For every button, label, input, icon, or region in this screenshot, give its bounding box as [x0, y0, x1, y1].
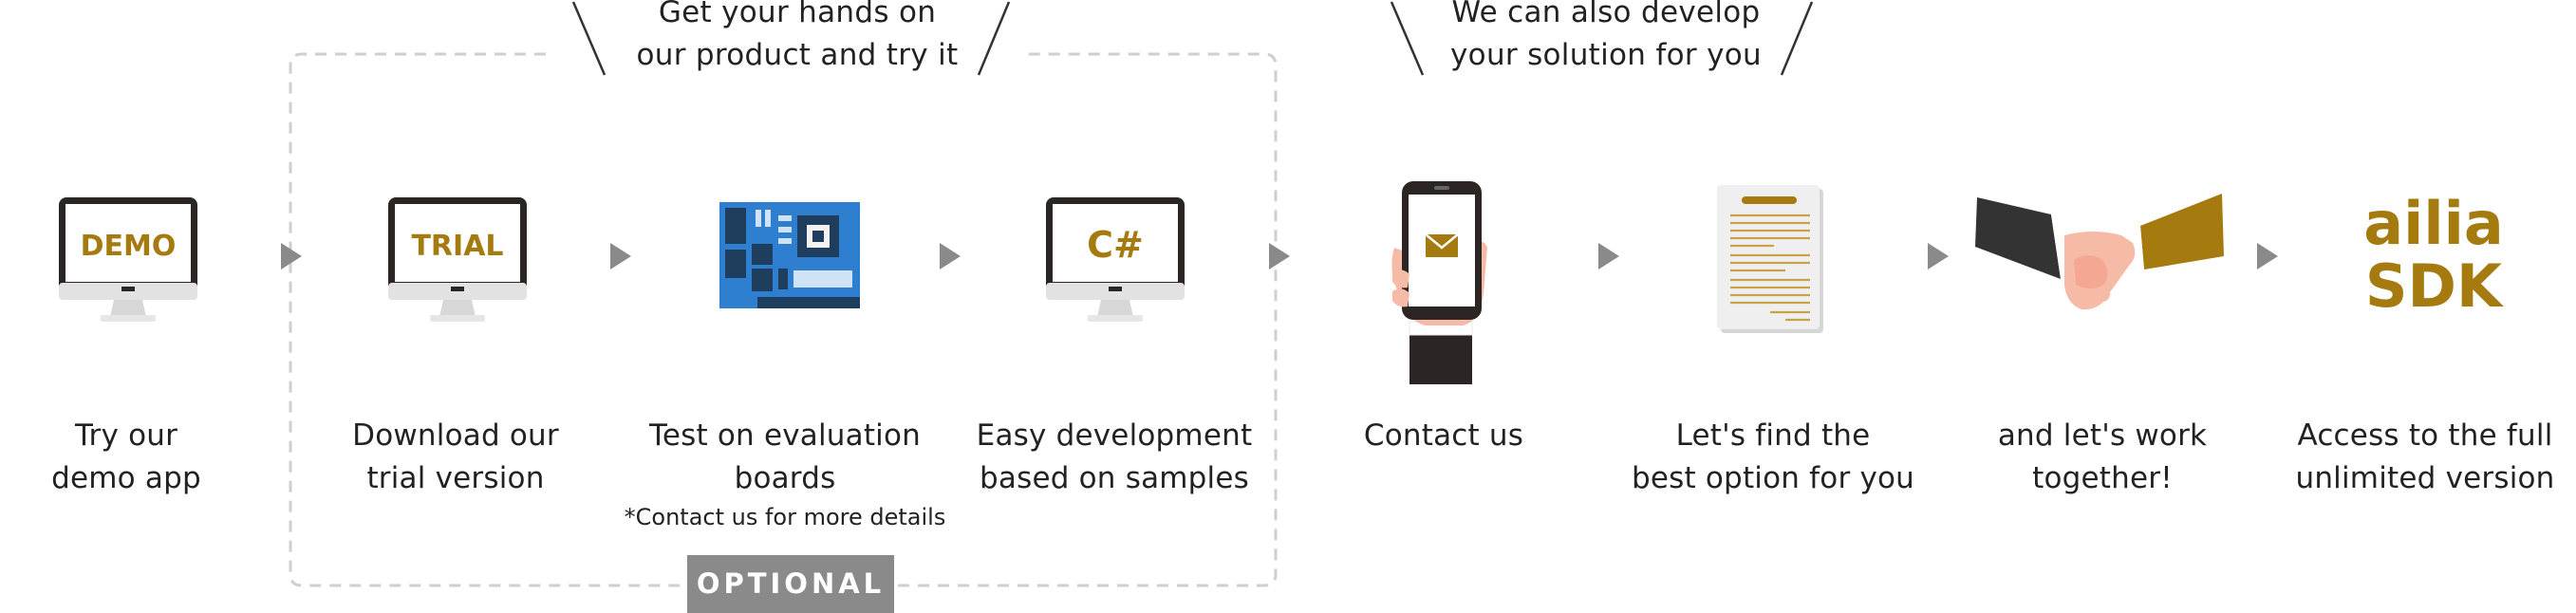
- callout-hands-on: Get your hands on our product and try it: [607, 0, 987, 77]
- sdk-logo-line2: SDK: [2364, 251, 2503, 321]
- step-3-label-line1: Test on evaluation: [648, 418, 922, 453]
- step-6-label: Let's find the best option for you: [1616, 415, 1930, 500]
- step-7-label-line2: together!: [2032, 461, 2173, 495]
- arrow-icon-5: [1598, 243, 1619, 269]
- step-8-label: Access to the full unlimited version: [2268, 415, 2576, 500]
- sdk-logo-line1: ailia: [2363, 189, 2504, 258]
- trial-icon-text: TRIAL: [411, 230, 503, 263]
- step-3-note: *Contact us for more details: [624, 504, 946, 530]
- step-2-label-line2: trial version: [366, 461, 545, 495]
- arrow-icon-4: [1269, 243, 1290, 269]
- callout-develop: We can also develop your solution for yo…: [1416, 0, 1796, 77]
- step-2-label: Download our trial version: [299, 415, 612, 500]
- step-1-label-line2: demo app: [51, 461, 201, 495]
- optional-badge: OPTIONAL: [687, 555, 894, 613]
- step-6-label-line2: best option for you: [1631, 461, 1915, 495]
- step-4-label-line2: based on samples: [980, 461, 1249, 495]
- callout-hands-on-line2: our product and try it: [636, 38, 959, 72]
- step-8-label-line2: unlimited version: [2295, 461, 2555, 495]
- step-8-label-line1: Access to the full: [2297, 418, 2553, 453]
- demo-monitor-icon: DEMO: [59, 197, 197, 322]
- callout-develop-line2: your solution for you: [1450, 38, 1762, 72]
- arrow-icon-1: [281, 243, 302, 269]
- csharp-monitor-icon: C#: [1046, 197, 1185, 322]
- circuit-board-icon: [719, 202, 860, 308]
- callout-develop-slash-left: [1390, 1, 1425, 76]
- step-4-label: Easy development based on samples: [958, 415, 1271, 500]
- callout-develop-line1: We can also develop: [1451, 0, 1761, 29]
- callout-hands-on-slash-right: [977, 1, 1011, 76]
- trial-monitor-icon: TRIAL: [388, 197, 527, 322]
- ailia-sdk-logo: ailia SDK: [2310, 193, 2557, 318]
- step-7-label-line1: and let's work: [1997, 418, 2208, 453]
- callout-hands-on-line1: Get your hands on: [658, 0, 937, 29]
- step-2-label-line1: Download our: [352, 418, 559, 453]
- step-5-label-line1: Contact us: [1363, 418, 1524, 453]
- document-icon: [1717, 185, 1823, 333]
- csharp-icon-text: C#: [1087, 224, 1144, 266]
- arrow-icon-7: [2257, 243, 2278, 269]
- callout-hands-on-slash-left: [571, 1, 607, 76]
- step-1-label: Try our demo app: [0, 415, 283, 500]
- step-7-label: and let's work together!: [1946, 415, 2259, 500]
- step-1-label-line1: Try our: [74, 418, 178, 453]
- step-3-label-line2: boards: [734, 461, 836, 495]
- optional-dashed-border: [289, 52, 1278, 587]
- arrow-icon-3: [940, 243, 961, 269]
- arrow-icon-6: [1928, 243, 1949, 269]
- step-6-label-line1: Let's find the: [1675, 418, 1871, 453]
- step-3-label: Test on evaluation boards: [628, 415, 942, 500]
- step-5-label: Contact us: [1287, 415, 1600, 457]
- arrow-icon-2: [610, 243, 631, 269]
- callout-develop-slash-right: [1780, 1, 1814, 76]
- handshake-icon: [1975, 194, 2224, 310]
- phone-mail-icon: [1391, 181, 1487, 384]
- demo-icon-text: DEMO: [81, 230, 177, 263]
- step-4-label-line1: Easy development: [976, 418, 1253, 453]
